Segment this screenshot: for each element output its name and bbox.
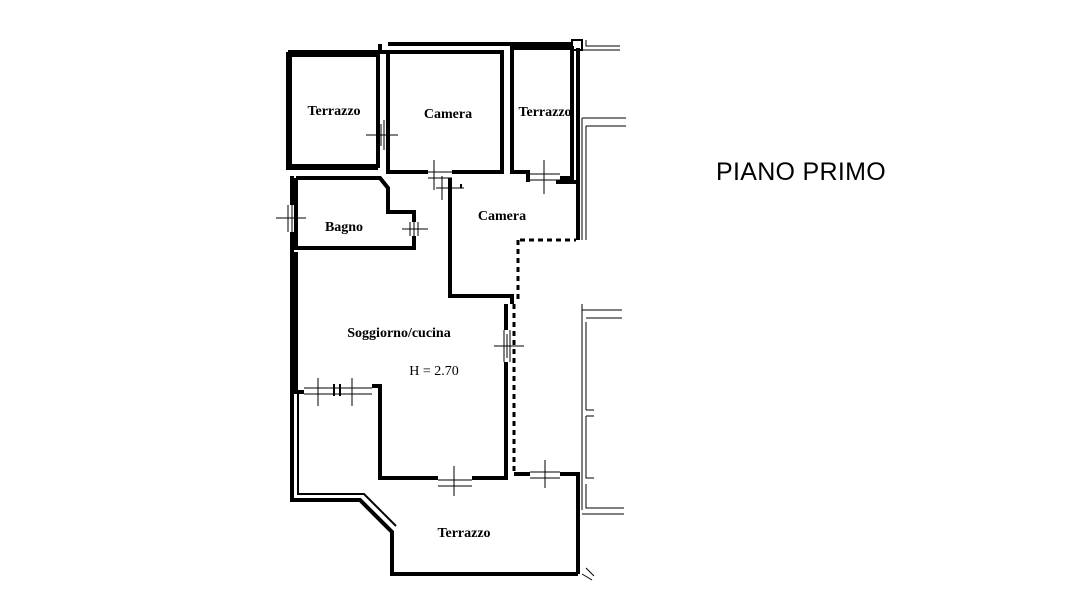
openings <box>276 120 560 496</box>
room-label-terrazzo-top-right: Terrazzo <box>518 105 571 120</box>
interior-walls <box>288 44 580 480</box>
adjacent-building-outline <box>581 40 626 581</box>
room-label-camera-top: Camera <box>424 107 472 122</box>
room-label-soggiorno-cucina: Soggiorno/cucina <box>347 326 450 341</box>
room-label-terrazzo-top-left: Terrazzo <box>307 104 360 119</box>
room-label-camera-middle: Camera <box>478 209 526 224</box>
room-label-bagno: Bagno <box>325 220 363 235</box>
room-label-terrazzo-bottom: Terrazzo <box>437 526 490 541</box>
ceiling-height-label: H = 2.70 <box>409 364 459 379</box>
floor-title: PIANO PRIMO <box>716 158 886 186</box>
